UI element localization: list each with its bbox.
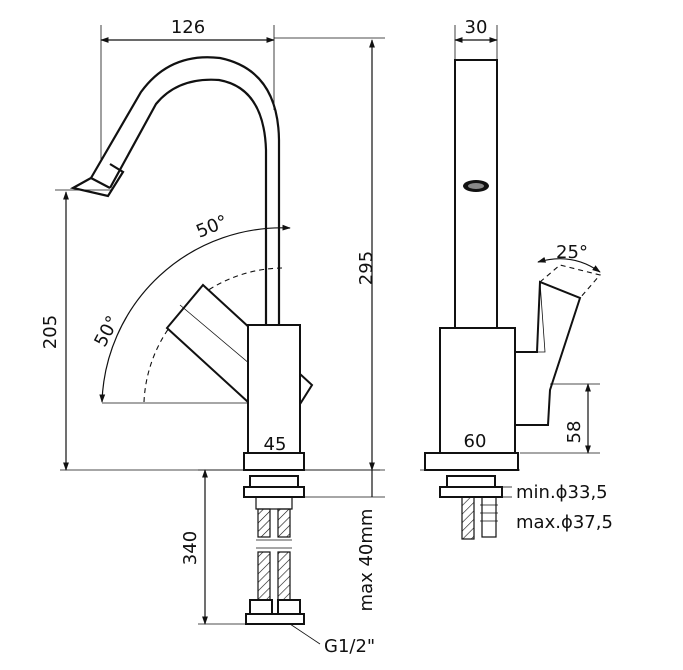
- side-base-flange: [424, 452, 519, 471]
- dim-30-label: 30: [465, 17, 488, 38]
- spout: [69, 56, 281, 325]
- hole-diameter-callouts: min.ϕ33,5 max.ϕ37,5: [502, 482, 613, 533]
- dim-58-label: 58: [564, 421, 585, 444]
- hole-max-label: max.ϕ37,5: [516, 512, 613, 533]
- dimension-205: 205: [40, 189, 112, 471]
- angle-50-upper-label: 50°: [193, 211, 230, 242]
- dim-295-label: 295: [356, 251, 377, 285]
- dimension-126: 126: [100, 17, 275, 160]
- dimension-295: 295: [274, 37, 385, 471]
- dimension-30: 30: [454, 17, 498, 60]
- side-body: [439, 327, 516, 454]
- front-view: 126 295 205 50° 5: [40, 17, 385, 657]
- dim-126-label: 126: [171, 17, 205, 38]
- dim-340-label: 340: [180, 531, 201, 565]
- angle-50-left-label: 50°: [90, 312, 124, 350]
- faucet-body: [247, 324, 301, 454]
- thread-callout: G1/2": [289, 623, 375, 657]
- mounting-assembly: [243, 475, 305, 625]
- lever-rotation-arcs: 50° 50°: [90, 211, 291, 404]
- dimension-max-40mm: max 40mm: [304, 469, 385, 612]
- base-flange: [243, 452, 305, 471]
- dim-60-label: 60: [464, 431, 487, 452]
- dim-45-label: 45: [264, 434, 287, 455]
- dimension-340: 340: [180, 469, 248, 625]
- dimension-58: 58: [520, 383, 600, 454]
- side-view: 30 60 25° 58: [420, 17, 613, 540]
- thread-label: G1/2": [324, 636, 375, 657]
- spout-column: [454, 59, 498, 329]
- angle-25-label: 25°: [556, 242, 588, 263]
- hole-min-label: min.ϕ33,5: [516, 482, 608, 503]
- side-lever: [514, 264, 602, 426]
- side-mounting-assembly: [439, 475, 503, 540]
- dim-max-40mm-label: max 40mm: [356, 509, 377, 612]
- angle-25: 25°: [537, 242, 601, 273]
- dim-205-label: 205: [40, 315, 61, 349]
